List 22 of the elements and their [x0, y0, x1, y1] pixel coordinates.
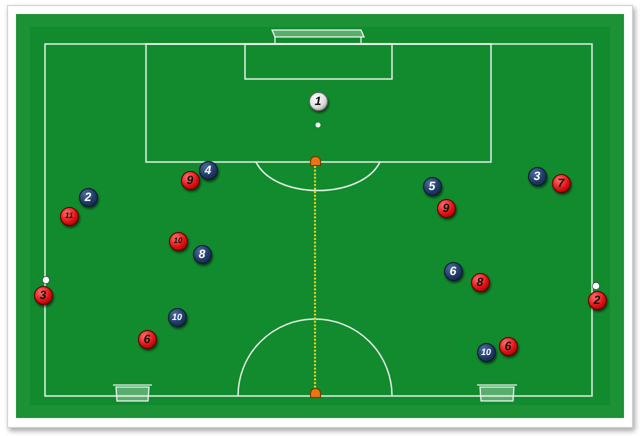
player-number: 5 — [428, 180, 436, 192]
player-number: 3 — [534, 170, 540, 182]
player-number: 4 — [204, 164, 212, 176]
player-number: 10 — [172, 312, 182, 322]
player-number: 10 — [174, 237, 182, 245]
cone-icon — [310, 388, 320, 398]
player-number: 2 — [84, 191, 92, 203]
player-number: 9 — [186, 174, 194, 186]
player-number: 11 — [64, 212, 74, 220]
player-number: 7 — [558, 177, 564, 189]
player-number: 6 — [144, 333, 150, 345]
player-number: 6 — [504, 340, 512, 352]
player-number: 9 — [442, 202, 450, 214]
player-number: 1 — [314, 95, 322, 107]
player-number: 8 — [198, 248, 206, 260]
cone-icon — [310, 156, 320, 166]
player-number: 10 — [480, 348, 491, 356]
dotted-line — [314, 166, 316, 388]
player-number: 8 — [476, 276, 484, 288]
player-number: 3 — [40, 289, 46, 301]
player-number: 6 — [450, 265, 456, 277]
player-number: 2 — [594, 294, 600, 306]
